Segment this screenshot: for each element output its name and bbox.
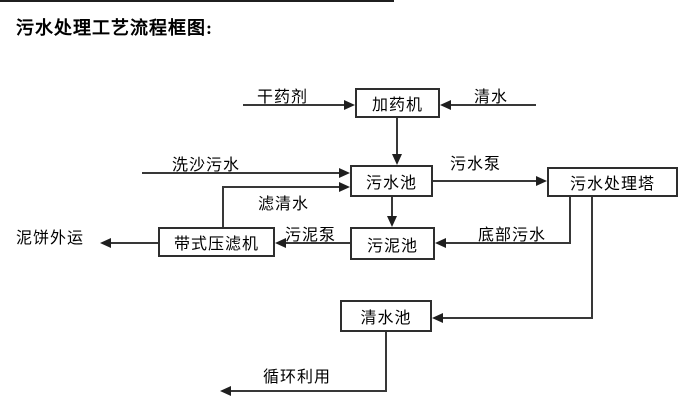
filtered-water-line — [222, 186, 340, 188]
node-belt-filter-press: 带式压滤机 — [158, 227, 275, 257]
label-sand-washing-sewage: 洗沙污水 — [172, 157, 241, 174]
tower-to-clean-line — [442, 317, 593, 319]
sewage-pump-line — [433, 180, 537, 182]
label-filtered-water: 滤清水 — [258, 196, 310, 213]
page-title: 污水处理工艺流程框图: — [16, 18, 213, 38]
filtered-water-vertical-line — [222, 186, 224, 227]
label-sewage-pump: 污水泵 — [450, 156, 502, 173]
bottom-sewage-line — [445, 242, 571, 244]
arrowhead-icon — [387, 216, 397, 227]
arrowhead-icon — [100, 238, 111, 248]
arrowhead-icon — [339, 168, 350, 178]
recycle-vertical-line — [385, 332, 387, 392]
dosing-to-sewage-line — [396, 118, 398, 155]
label-clean-water: 清水 — [474, 89, 509, 106]
node-sewage-pool: 污水池 — [350, 165, 433, 197]
top-border-rule — [0, 0, 394, 2]
arrowhead-icon — [275, 238, 286, 248]
arrowhead-icon — [220, 386, 231, 396]
sludge-pump-line — [285, 242, 350, 244]
label-sludge-pump: 污泥泵 — [285, 227, 337, 244]
arrowhead-icon — [440, 100, 451, 110]
sewage-to-sludge-line — [391, 197, 393, 217]
label-bottom-sewage: 底部污水 — [478, 227, 547, 244]
clean-water-line — [450, 104, 536, 106]
label-mud-cake-outbound: 泥饼外运 — [16, 230, 85, 247]
node-dosing-machine: 加药机 — [355, 88, 440, 118]
label-recycle-reuse: 循环利用 — [263, 369, 332, 386]
arrowhead-icon — [392, 154, 402, 165]
arrowhead-icon — [536, 176, 547, 186]
recycle-line — [230, 390, 387, 392]
dry-agent-line — [243, 104, 345, 106]
tower-to-clean-vertical-line — [591, 197, 593, 319]
node-clean-water-pool: 清水池 — [340, 300, 432, 332]
mud-cake-line — [110, 242, 158, 244]
arrowhead-icon — [435, 238, 446, 248]
arrowhead-icon — [344, 100, 355, 110]
bottom-sewage-vertical-line — [569, 197, 571, 244]
label-dry-agent: 干药剂 — [257, 89, 309, 106]
arrowhead-icon — [339, 182, 350, 192]
node-sludge-pool: 污泥池 — [350, 227, 435, 260]
node-treatment-tower: 污水处理塔 — [547, 167, 678, 197]
sand-washing-line — [142, 172, 340, 174]
arrowhead-icon — [432, 313, 443, 323]
